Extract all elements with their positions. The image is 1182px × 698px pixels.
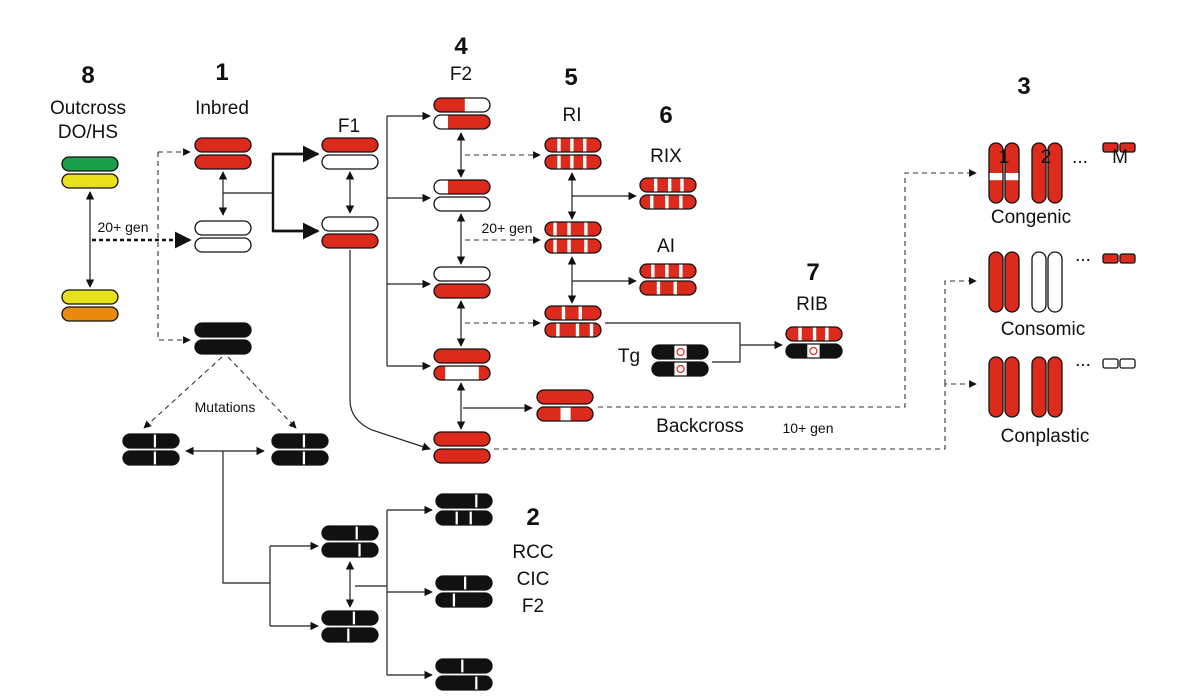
mutation-dash-left [143, 356, 223, 429]
outcross-pair-bottom [61, 289, 119, 322]
f2-pair-2 [433, 179, 491, 212]
conplastic-dots: ... [1075, 350, 1091, 371]
inbred-label: Inbred [195, 98, 249, 119]
backcross-pair [536, 389, 594, 422]
f1-to-backcross-curve [349, 250, 431, 451]
f2-pair-5 [433, 431, 491, 464]
rcc-pair-3 [435, 658, 493, 691]
f2-bottom-label: F2 [522, 596, 544, 617]
f2-pair-1 [433, 97, 491, 130]
conplastic-chromosomes [988, 356, 1136, 418]
backcross-label: Backcross [656, 416, 744, 437]
ri-pair-1 [544, 137, 602, 170]
inbred-black-pair [194, 322, 252, 355]
f2bottom-to-conplastic [494, 380, 977, 450]
outcross-label: Outcross [50, 98, 126, 119]
number-7: 7 [806, 259, 819, 286]
f1-pair-bottom [321, 216, 379, 249]
f1-branch [271, 152, 318, 233]
inbred-red-pair [194, 137, 252, 170]
rib-label: RIB [796, 294, 828, 315]
consomic-label: Consomic [1001, 319, 1085, 340]
ten-gen-label: 10+ gen [783, 420, 834, 436]
to-consomic [944, 277, 977, 384]
consomic-chromosomes [988, 251, 1136, 313]
number-4: 4 [454, 33, 468, 60]
number-1: 1 [215, 59, 228, 86]
f2-label: F2 [450, 64, 472, 85]
rix-pair [639, 177, 697, 210]
number-6: 6 [659, 102, 672, 129]
number-2: 2 [526, 504, 539, 531]
ai-label: AI [657, 236, 675, 257]
rcc-pair-1 [435, 493, 493, 526]
twenty-gen-mid-label: 20+ gen [482, 220, 533, 236]
f2-pair-4 [433, 348, 491, 381]
mutation-dash-right [227, 356, 297, 429]
mutant-to-cross [222, 451, 270, 584]
congenic-col-1: 1 [999, 147, 1010, 168]
f2-pair-3 [433, 266, 491, 299]
ri-label: RI [563, 105, 582, 126]
rib-pair [785, 326, 843, 359]
congenic-label: Congenic [991, 207, 1071, 228]
f1-pair-top [321, 137, 379, 170]
cross-pair-bottom [321, 610, 379, 643]
consomic-dots: ... [1075, 245, 1091, 266]
dash-trunk [157, 152, 191, 344]
ai-pair [639, 263, 697, 296]
mutations-label: Mutations [195, 399, 256, 415]
number-5: 5 [564, 64, 577, 91]
tg-to-rib [712, 345, 741, 363]
number-8: 8 [81, 62, 94, 89]
f1-label: F1 [338, 116, 360, 137]
congenic-col-m: M [1112, 147, 1128, 168]
ri-to-rib [605, 322, 741, 345]
congenic-col-2: 2 [1041, 147, 1052, 168]
twenty-gen-left-label: 20+ gen [98, 219, 149, 235]
rcc-label: RCC [512, 542, 553, 563]
ri-pair-2 [544, 221, 602, 254]
outcross-pair-top [61, 156, 119, 189]
congenic-col-dots: ... [1072, 147, 1088, 168]
number-3: 3 [1017, 73, 1030, 100]
congenic-chromosomes [988, 142, 1136, 204]
do-hs-label: DO/HS [58, 122, 118, 143]
backcross-to-congenic [598, 169, 977, 408]
chromosome-glyphs [61, 97, 1136, 691]
tg-pair [651, 344, 709, 377]
rcc-pair-2 [435, 575, 493, 608]
ri-pair-3 [544, 305, 602, 338]
mutant-pair-left [122, 433, 180, 466]
rix-label: RIX [650, 146, 682, 167]
inbred-white-pair [194, 220, 252, 253]
conplastic-label: Conplastic [1001, 426, 1090, 447]
tg-label: Tg [618, 346, 640, 367]
cic-label: CIC [517, 569, 550, 590]
connector-lines [85, 111, 977, 680]
cross-pair-top [321, 525, 379, 558]
mutant-pair-right [271, 433, 329, 466]
